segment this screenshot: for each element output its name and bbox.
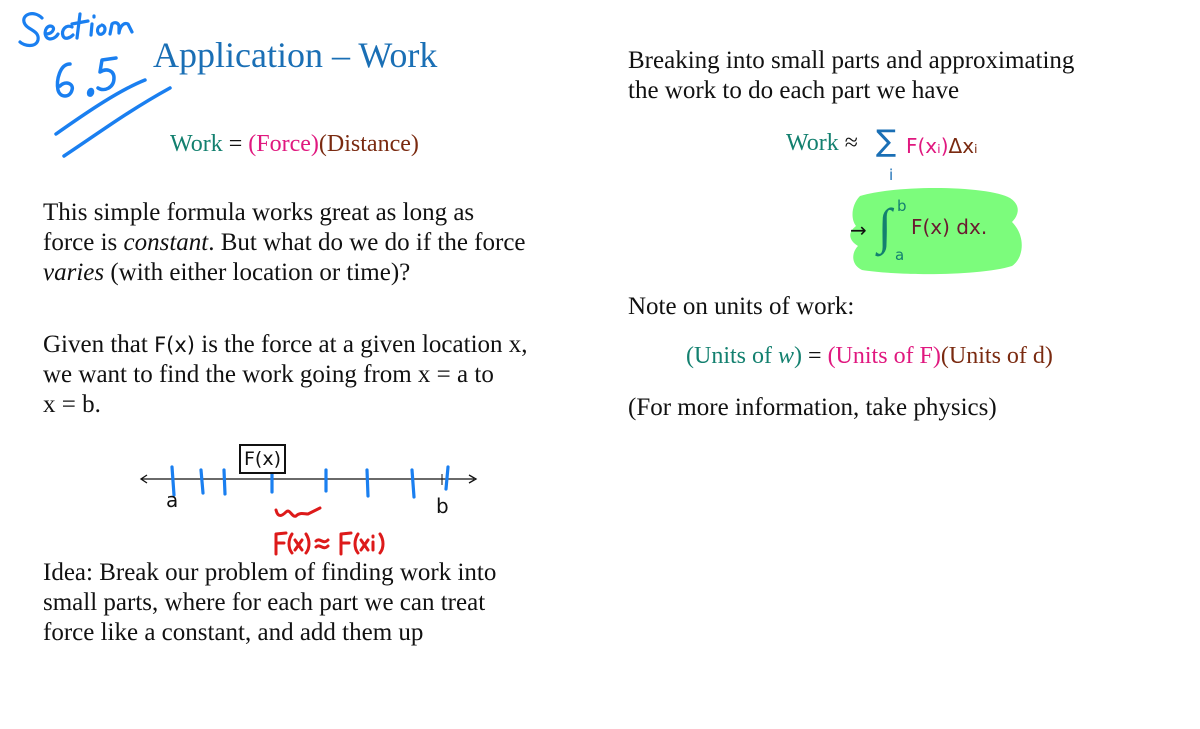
right-para1-line2: the work to do each part we have	[628, 77, 960, 104]
sum-work: Work	[786, 130, 839, 156]
section-number-handwriting	[55, 56, 118, 98]
constant-force-paragraph: This simple formula works great as long …	[43, 198, 526, 288]
underline-stroke-1	[54, 78, 147, 136]
formula-work: Work	[170, 131, 223, 157]
para2-line1: Given that F(x) is the force at a given …	[43, 331, 528, 358]
integral-sign: ∫	[878, 198, 892, 254]
para2-line2: we want to find the work going from x = …	[43, 361, 494, 388]
integral-upper-limit: b	[897, 197, 907, 215]
arrow-icon: →	[850, 218, 867, 242]
sum-term: F(xᵢ)Δxᵢ	[906, 134, 978, 158]
integrand: F(x) dx.	[911, 215, 988, 239]
integral-lower-limit: a	[895, 246, 905, 264]
partition-ticks	[170, 465, 450, 499]
units-equals: =	[808, 343, 822, 369]
formula-equals: =	[228, 131, 243, 157]
para3-line1: Idea: Break our problem of finding work …	[43, 559, 497, 586]
approx-handwriting	[274, 531, 385, 556]
units-d: (Units of d)	[940, 343, 1053, 369]
fx-box-label: F(x)	[239, 444, 286, 474]
integral-highlight	[850, 187, 1022, 275]
units-w: (Units of w)	[686, 343, 803, 369]
para1-line2: force is constant. But what do we do if …	[43, 229, 526, 256]
formula-force: (Force)	[248, 131, 319, 157]
para1-line1: This simple formula works great as long …	[43, 199, 475, 226]
right-para1-line1: Breaking into small parts and approximat…	[628, 47, 1075, 74]
breaking-paragraph: Breaking into small parts and approximat…	[628, 46, 1074, 106]
number-line	[139, 474, 478, 485]
para3-line3: force like a constant, and add them up	[43, 619, 424, 646]
problem-statement-paragraph: Given that F(x) is the force at a given …	[43, 330, 528, 420]
label-a: a	[166, 488, 179, 512]
section-handwriting	[18, 12, 134, 48]
units-note: Note on units of work:	[628, 293, 855, 320]
emphasis-constant: constant	[123, 229, 209, 256]
underline-stroke-2	[62, 86, 172, 158]
units-formula: (Units of w) = (Units of F)(Units of d)	[686, 343, 1053, 370]
label-b: b	[436, 494, 449, 518]
para1-line3: varies (with either location or time)?	[43, 259, 411, 286]
sigma-symbol: ∑	[876, 124, 897, 159]
page-title: Application – Work	[153, 35, 438, 75]
physics-note: (For more information, take physics)	[628, 394, 997, 421]
interval-squiggle	[274, 506, 322, 518]
emphasis-varies: varies	[43, 259, 105, 286]
work-formula: Work = (Force)(Distance)	[170, 131, 419, 158]
sigma-index: i	[889, 166, 894, 184]
riemann-sum-formula: Work ≈	[786, 130, 858, 157]
sum-approx: ≈	[844, 130, 858, 156]
units-f: (Units of F)	[827, 343, 941, 369]
idea-paragraph: Idea: Break our problem of finding work …	[43, 558, 496, 648]
formula-distance: (Distance)	[318, 131, 419, 157]
para3-line2: small parts, where for each part we can …	[43, 589, 486, 616]
para2-line3: x = b.	[43, 391, 101, 418]
